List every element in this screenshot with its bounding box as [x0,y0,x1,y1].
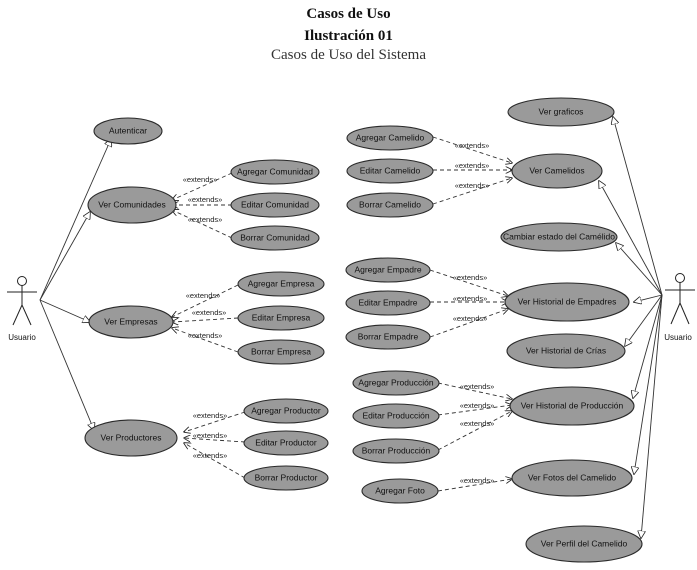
use-case-borrar-empresa: Borrar Empresa [237,339,325,365]
svg-text:Borrar Producción: Borrar Producción [362,445,431,455]
svg-text:Borrar Camelido: Borrar Camelido [359,199,421,209]
use-case-editar-empresa: Editar Empresa [237,305,325,331]
svg-text:Ver Empresas: Ver Empresas [104,316,157,326]
use-case-ver-graficos: Ver graficos [507,97,615,127]
svg-text:Ver Perfil del Camelido: Ver Perfil del Camelido [541,538,628,548]
illustration-number: Ilustración 01 [304,28,393,44]
right-actor: Usuario [664,273,695,342]
use-case-editar-productor: Editar Productor [243,430,329,456]
svg-text:Agregar Empresa: Agregar Empresa [248,278,315,288]
use-case-ver-camelidos: Ver Camelidos [511,153,603,189]
use-case-borrar-camelido: Borrar Camelido [346,192,434,218]
extends-label: «extends» [193,431,228,440]
svg-text:Agregar Foto: Agregar Foto [375,485,425,495]
left-actor: Usuario [7,276,37,342]
use-case-editar-produccion: Editar Producción [352,403,440,429]
actor-figure-icon [7,276,37,326]
svg-text:Borrar Productor: Borrar Productor [255,472,318,482]
svg-text:Agregar Comunidad: Agregar Comunidad [237,166,313,176]
diagram-title: Casos de Uso [306,6,391,22]
extends-label: «extends» [460,401,495,410]
use-case-agregar-foto: Agregar Foto [361,478,439,504]
use-case-agregar-camelido: Agregar Camelido [346,125,434,151]
extends-label: «extends» [188,331,223,340]
extends-label: «extends» [193,451,228,460]
diagram-caption: Casos de Uso del Sistema [271,47,426,63]
svg-text:Editar Comunidad: Editar Comunidad [241,199,309,209]
svg-text:Ver Historial de Producción: Ver Historial de Producción [521,400,624,410]
extends-label: «extends» [186,291,221,300]
svg-text:Cambiar estado del Camélido: Cambiar estado del Camélido [503,231,615,241]
use-case-borrar-comunidad: Borrar Comunidad [230,225,320,251]
actor-label: Usuario [664,333,692,342]
svg-text:Ver Historial de Empadres: Ver Historial de Empadres [518,296,617,306]
actor-label: Usuario [8,333,36,342]
svg-text:Borrar Empadre: Borrar Empadre [358,331,419,341]
extends-label: «extends» [192,308,227,317]
extends-label: «extends» [193,411,228,420]
svg-text:Editar Productor: Editar Productor [255,437,317,447]
use-case-borrar-productor: Borrar Productor [243,465,329,491]
use-case-agregar-comunidad: Agregar Comunidad [230,159,320,185]
use-case-ver-comunidades: Ver Comunidades [87,186,177,224]
use-case-borrar-produccion: Borrar Producción [352,438,440,464]
use-case-agregar-productor: Agregar Productor [243,398,329,424]
use-case-editar-empadre: Editar Empadre [345,290,431,316]
extends-label: «extends» [188,195,223,204]
use-case-borrar-empadre: Borrar Empadre [345,324,431,350]
svg-text:Ver Camelidos: Ver Camelidos [529,165,584,175]
svg-text:Agregar Producción: Agregar Producción [358,377,433,387]
svg-text:Ver Historial de Crías: Ver Historial de Crías [526,345,606,355]
svg-text:Editar Empadre: Editar Empadre [358,297,417,307]
svg-text:Agregar Camelido: Agregar Camelido [356,132,425,142]
extends-label: «extends» [460,382,495,391]
use-case-ver-productores: Ver Productores [84,419,178,457]
extends-label: «extends» [460,476,495,485]
use-case-agregar-produccion: Agregar Producción [352,370,440,396]
svg-text:Editar Camelido: Editar Camelido [360,165,421,175]
extends-label: «extends» [188,215,223,224]
extends-label: «extends» [455,161,490,170]
extends-label: «extends» [460,419,495,428]
extends-label: «extends» [183,175,218,184]
use-case-editar-camelido: Editar Camelido [346,158,434,184]
right-actor-associations [599,117,663,538]
use-case-autenticar: Autenticar [93,117,163,145]
left-actor-associations [39,139,111,430]
svg-text:Agregar Empadre: Agregar Empadre [354,264,421,274]
svg-text:Borrar Comunidad: Borrar Comunidad [240,232,310,242]
svg-text:Ver Fotos del Camelido: Ver Fotos del Camelido [528,472,617,482]
svg-text:Borrar Empresa: Borrar Empresa [251,346,311,356]
svg-text:Ver Productores: Ver Productores [101,432,162,442]
use-case-ver-historial-empadres: Ver Historial de Empadres [504,282,630,322]
use-case-ver-empresas: Ver Empresas [88,305,174,339]
extends-label: «extends» [453,294,488,303]
extends-label: «extends» [453,273,488,282]
extends-label: «extends» [455,181,490,190]
use-case-cambiar-estado-camelido: Cambiar estado del Camélido [500,222,618,252]
extends-label: «extends» [455,141,490,150]
extends-label: «extends» [453,314,488,323]
extends-relations: «extends» «extends» «extends» «extends» … [172,136,512,492]
actor-figure-icon [665,273,695,325]
svg-text:Ver Comunidades: Ver Comunidades [98,199,166,209]
svg-text:Editar Producción: Editar Producción [362,410,429,420]
svg-text:Ver graficos: Ver graficos [539,106,584,116]
use-case-ver-fotos-camelido: Ver Fotos del Camelido [511,459,633,497]
svg-text:Agregar Productor: Agregar Productor [251,405,321,415]
use-case-agregar-empresa: Agregar Empresa [237,271,325,297]
svg-text:Editar Empresa: Editar Empresa [252,312,311,322]
use-case-ver-perfil-camelido: Ver Perfil del Camelido [525,525,643,563]
use-case-ver-historial-produccion: Ver Historial de Producción [509,386,635,426]
use-case-ver-historial-crias: Ver Historial de Crías [506,333,626,369]
svg-text:Autenticar: Autenticar [109,125,147,135]
use-case-agregar-empadre: Agregar Empadre [345,257,431,283]
use-case-editar-comunidad: Editar Comunidad [230,192,320,218]
